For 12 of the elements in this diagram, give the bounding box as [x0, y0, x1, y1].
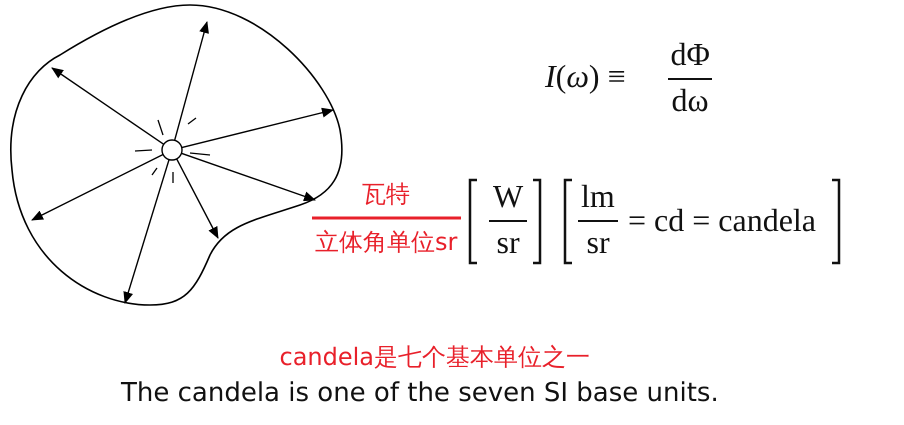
annotation-text: 瓦特 — [362, 182, 410, 206]
annotation-text: 立体角单位sr — [315, 230, 458, 254]
unit-text: sr — [496, 226, 520, 258]
unit-text: lm — [581, 180, 615, 212]
formula-text: = cd = candela — [628, 204, 816, 236]
formula-text: I(ω) ≡ — [545, 60, 626, 92]
formula-text: dΦ — [670, 38, 710, 70]
unit-text: sr — [586, 226, 610, 258]
note-text: candela是七个基本单位之一 — [280, 345, 590, 369]
unit-text: W — [493, 180, 524, 212]
note-text: The candela is one of the seven SI base units. — [121, 380, 719, 406]
formula-text: dω — [672, 84, 709, 116]
